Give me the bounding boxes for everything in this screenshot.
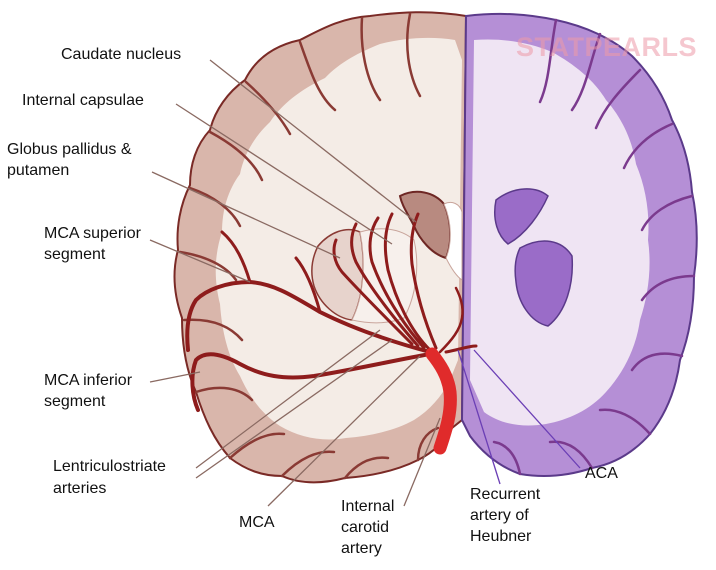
right-deep-nuclei [494, 188, 574, 327]
leader-mca [267, 355, 421, 507]
lateral-ventricle [443, 201, 463, 281]
label-ica-line1: Internal [341, 498, 395, 515]
label-lenticulostriate-line1: Lentriculostriate [53, 458, 166, 475]
leader-caudate [209, 59, 417, 223]
label-globus-line1: Globus pallidus & [7, 141, 132, 158]
label-heubner-line3: Heubner [470, 528, 532, 545]
aca-branch [444, 344, 478, 354]
label-mca-inferior-line1: MCA inferior [44, 372, 133, 389]
leader-globus [151, 171, 341, 259]
label-aca: ACA [585, 465, 618, 482]
recurrent-artery-heubner [438, 286, 464, 354]
leader-heubner [457, 349, 501, 485]
leader-aca [473, 349, 581, 469]
leader-lines [149, 59, 581, 507]
internal-carotid-artery [425, 347, 457, 455]
label-mca-superior-line2: segment [44, 246, 106, 263]
leader-internal-capsulae [175, 103, 393, 245]
label-ica-line2: carotid [341, 519, 390, 536]
label-mca-superior-line1: MCA superior [44, 225, 141, 242]
leader-lenticulostriate-2 [195, 339, 393, 479]
leader-mca-inferior [149, 371, 201, 383]
label-ica-line3: artery [341, 540, 382, 557]
right-white-matter [470, 39, 650, 426]
label-mca-inferior-line2: segment [44, 393, 106, 410]
label-heubner-line1: Recurrent [470, 486, 541, 503]
mca-branch-lateral [220, 230, 322, 314]
label-internal-capsulae: Internal capsulae [22, 92, 144, 109]
lenticulostriate-arteries [332, 212, 438, 352]
label-caudate-nucleus: Caudate nucleus [61, 46, 182, 63]
left-hemisphere [173, 11, 468, 484]
leader-lenticulostriate-1 [195, 329, 381, 469]
arteries [185, 212, 478, 455]
watermark-logo: STATPEARLS [516, 32, 698, 62]
mca-superior-branch [185, 279, 432, 354]
mca-inferior-branch [190, 352, 432, 412]
label-mca: MCA [239, 514, 275, 531]
leader-ica [403, 417, 441, 507]
label-globus-line2: putamen [7, 162, 70, 179]
right-hemisphere [460, 12, 698, 477]
leader-mca-superior [149, 239, 251, 283]
right-sulci [492, 18, 696, 476]
label-lenticulostriate-line2: arteries [53, 480, 107, 497]
label-heubner-line2: artery of [470, 507, 529, 524]
